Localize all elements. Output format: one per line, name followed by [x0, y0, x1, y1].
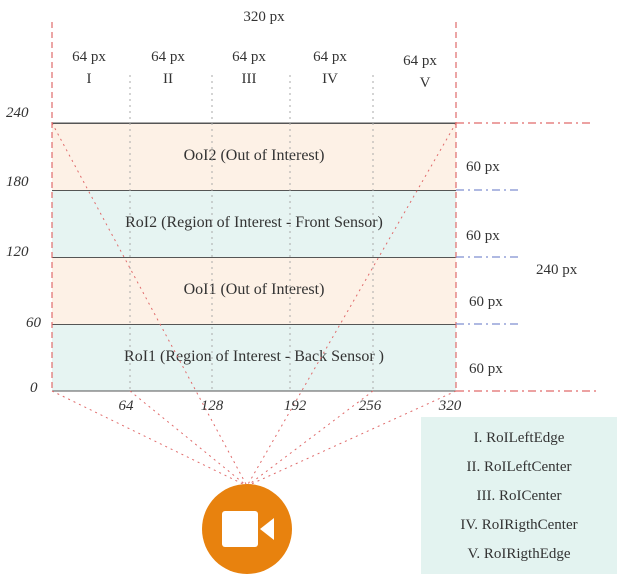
column-5-roman: V — [419, 75, 431, 91]
column-2-width: 64 px — [151, 49, 185, 65]
legend-item: I. RoILeftEdge — [473, 430, 565, 446]
top-width-label: 320 px — [243, 9, 285, 25]
band-roi1: RoI1 (Region of Interest - Back Sensor ) — [52, 324, 456, 391]
band-label: RoI1 (Region of Interest - Back Sensor ) — [124, 348, 384, 365]
band-height-ooi1: 60 px — [469, 294, 503, 310]
band-roi2: RoI2 (Region of Interest - Front Sensor) — [52, 190, 456, 257]
column-1-roman: I — [86, 71, 92, 87]
band-height-roi2: 60 px — [466, 228, 500, 244]
column-1-width: 64 px — [72, 49, 106, 65]
column-5-width: 64 px — [403, 53, 437, 69]
y-tick-240: 240 — [6, 105, 29, 121]
legend-item: II. RoILeftCenter — [466, 459, 572, 475]
x-tick-64: 64 — [118, 398, 134, 414]
column-2-roman: II — [163, 71, 173, 87]
band-height-ooi2: 60 px — [466, 159, 500, 175]
legend-item: V. RoIRigthEdge — [467, 546, 571, 562]
column-4-roman: IV — [322, 71, 338, 87]
y-tick-120: 120 — [6, 244, 29, 260]
y-tick-180: 180 — [6, 174, 29, 190]
x-tick-256: 256 — [358, 398, 382, 414]
column-3-width: 64 px — [232, 49, 266, 65]
band-label: RoI2 (Region of Interest - Front Sensor) — [125, 214, 383, 231]
band-height-roi1: 60 px — [469, 361, 503, 377]
video-camera-icon — [202, 484, 292, 574]
column-3-roman: III — [241, 71, 257, 87]
column-4-width: 64 px — [313, 49, 347, 65]
x-tick-192: 192 — [283, 398, 307, 414]
total-height-label: 240 px — [536, 262, 578, 278]
band-label: OoI1 (Out of Interest) — [183, 281, 325, 298]
band-ooi1: OoI1 (Out of Interest) — [52, 257, 456, 324]
band-ooi2: OoI2 (Out of Interest) — [52, 123, 456, 190]
y-tick-0: 0 — [30, 380, 38, 396]
x-tick-128: 128 — [200, 398, 224, 414]
band-label: OoI2 (Out of Interest) — [183, 147, 325, 164]
x-tick-320: 320 — [438, 398, 462, 414]
legend-item: III. RoICenter — [476, 488, 562, 504]
y-tick-60: 60 — [26, 315, 41, 331]
legend: I. RoILeftEdge II. RoILeftCenter III. Ro… — [421, 417, 617, 574]
legend-item: IV. RoIRigthCenter — [460, 517, 578, 533]
